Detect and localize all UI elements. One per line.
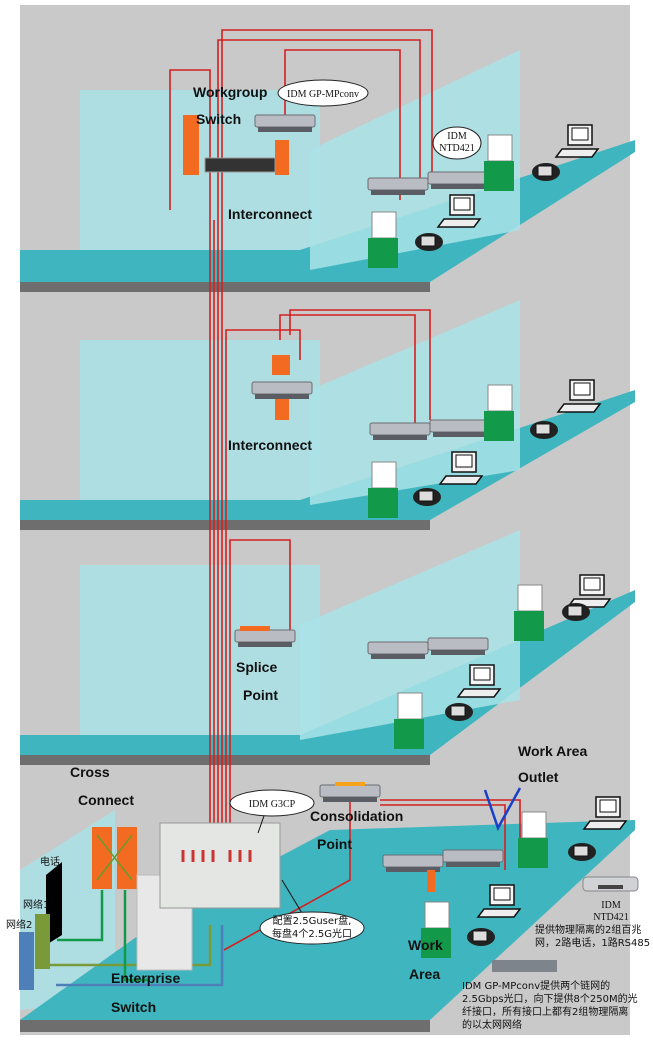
legend-ntd-line2: NTD421 — [593, 912, 629, 923]
callout-idm-gp-mpconv: IDM GP-MPconv — [287, 89, 359, 100]
telephone-icon — [466, 927, 496, 947]
backbone-cables — [169, 29, 521, 951]
ntd421-device — [367, 641, 429, 660]
patch-panel — [275, 140, 289, 175]
legend-ntd-desc2: 网，2路电话，1路RS485 — [535, 936, 650, 949]
label-workgroup: Workgroup — [193, 84, 267, 100]
ntd421-device — [369, 422, 431, 441]
legend-ntd421-port — [598, 885, 623, 889]
telephone-icon — [567, 842, 597, 862]
label-point: Point — [243, 687, 278, 703]
patch-cord — [427, 870, 435, 892]
callout-pointer — [281, 879, 306, 919]
label-area: Area — [409, 966, 440, 982]
label-consolidation: Consolidation — [310, 808, 403, 824]
legend-conv-desc1: IDM GP-MPconv提供两个链网的 — [462, 979, 610, 992]
building-cables — [42, 787, 522, 987]
telephone-icon — [529, 420, 559, 440]
patch-panel — [275, 398, 289, 420]
network2-terminal — [19, 932, 34, 990]
patch-panel — [183, 115, 199, 175]
network1-terminal — [35, 914, 50, 969]
idm-gp-mpconv-device — [251, 381, 313, 400]
ntd421-device — [442, 849, 504, 868]
label-network1: 网络1 — [23, 898, 49, 911]
label-splice: Splice — [236, 659, 277, 675]
callout-card-line1: 配置2.5Guser盘, — [273, 914, 352, 927]
legend-ntd-line1: IDM — [601, 900, 621, 911]
work-area-outlet — [367, 461, 399, 519]
legend-ntd421-device — [582, 876, 639, 892]
idm-gp-mpconv-device — [254, 114, 316, 133]
label-switch: Switch — [111, 999, 156, 1015]
ntd421-device — [429, 419, 491, 438]
ntd421-device — [382, 854, 444, 873]
telephone-icon — [444, 702, 474, 722]
idm-g3cp-chassis — [159, 822, 281, 909]
callout-bubble — [229, 789, 315, 817]
callout-bubble — [432, 126, 482, 160]
consolidation-device — [319, 784, 381, 803]
legend-conv-desc2: 2.5Gbps光口，向下提供8个250M的光 — [462, 992, 638, 1005]
work-area-outlet — [393, 692, 425, 750]
floor-slab-3 — [20, 530, 635, 765]
telephone-icon — [414, 232, 444, 252]
callout-ntd-line1: IDM — [447, 131, 467, 142]
ntd421-device — [427, 171, 489, 190]
work-area-outlet — [367, 211, 399, 269]
work-area-outlet — [517, 811, 549, 869]
work-area-outlet — [483, 384, 515, 442]
splice-device — [234, 629, 296, 648]
cross-connect-jumper — [96, 834, 133, 881]
legend-gp-mpconv-device — [492, 960, 557, 972]
label-switch: Switch — [196, 111, 241, 127]
legend-conv-desc4: 的以太网网络 — [462, 1018, 522, 1031]
work-area-outlet — [513, 584, 545, 642]
callout-idm-g3cp: IDM G3CP — [249, 799, 296, 810]
telephone-icon — [412, 487, 442, 507]
cross-connect-panel — [117, 827, 137, 889]
telephone-icon — [531, 162, 561, 182]
legend-conv-desc3: 纤接口，所有接口上都有2组物理隔离 — [462, 1005, 628, 1018]
label-phone: 电话 — [40, 855, 60, 868]
callout-bubble — [277, 79, 369, 107]
label-work: Work — [408, 937, 443, 953]
label-interconnect: Interconnect — [228, 206, 312, 222]
label-outlet: Outlet — [518, 769, 559, 785]
label-work-area: Work Area — [518, 743, 587, 759]
ntd421-device — [427, 637, 489, 656]
label-point: Point — [317, 836, 352, 852]
work-area-outlet — [483, 134, 515, 192]
label-enterprise: Enterprise — [111, 970, 180, 986]
label-network2: 网络2 — [6, 918, 32, 931]
callout-bubble — [259, 911, 365, 945]
ntd421-device — [367, 177, 429, 196]
legend-ntd-desc1: 提供物理隔离的2组百兆 — [535, 923, 641, 936]
label-connect: Connect — [78, 792, 134, 808]
label-interconnect: Interconnect — [228, 437, 312, 453]
callout-ntd-line2: NTD421 — [439, 143, 475, 154]
workgroup-switch-device — [204, 157, 276, 173]
callout-card-line2: 每盘4个2.5G光口 — [272, 927, 352, 940]
splice-tray — [240, 626, 270, 631]
label-cross: Cross — [70, 764, 110, 780]
callout-pointer — [257, 812, 266, 834]
telephone-icon — [561, 602, 591, 622]
consolidation-tray — [335, 782, 365, 786]
cross-connect-panel — [92, 827, 112, 889]
patch-panel — [272, 355, 290, 375]
chassis-cards — [181, 850, 252, 862]
